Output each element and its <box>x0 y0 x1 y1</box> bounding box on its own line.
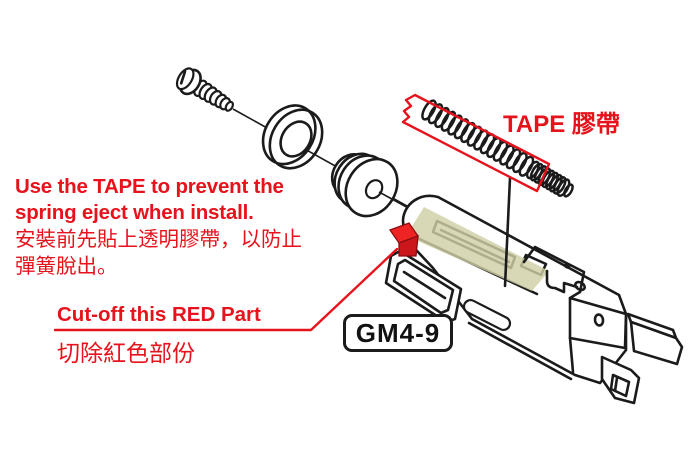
screw-icon <box>175 67 235 112</box>
cutoff-label-zh: 切除紅色部份 <box>57 340 195 366</box>
part-code-badge: GM4-9 <box>343 314 453 352</box>
rail-channel-inner <box>392 258 455 315</box>
tape-note-zh-line2: 彈簧脫出。 <box>15 255 118 278</box>
tape-note-zh-line1: 安裝前先貼上透明膠帶，以防止 <box>15 228 302 251</box>
plate-join-top <box>568 290 582 300</box>
tape-note-en-line2: spring eject when install. <box>15 201 254 224</box>
tape-area-highlight <box>406 207 549 291</box>
lower-prong <box>600 355 641 405</box>
blowback-housing-illustration <box>384 176 684 405</box>
pin-hole-dot <box>563 263 571 269</box>
washer-icon <box>261 104 324 170</box>
screw-hole <box>574 280 586 292</box>
cutoff-red-part <box>388 222 420 257</box>
cutoff-label-en: Cut-off this RED Part <box>57 303 261 326</box>
lower-prong-notch <box>609 373 631 398</box>
lower-prong-notch-line <box>613 376 619 393</box>
tape-note-en-line1: Use the TAPE to prevent the <box>15 175 284 198</box>
rail-channel-groove <box>402 270 447 300</box>
bottom-edge-line <box>467 321 573 381</box>
tape-outline <box>401 93 551 193</box>
part-code-text: GM4-9 <box>355 317 441 348</box>
tape-position-line <box>503 176 512 288</box>
side-slot <box>462 299 512 331</box>
end-plate-hole <box>593 313 605 327</box>
plate-join-bottom <box>568 336 575 374</box>
upper-prong-face <box>629 320 684 366</box>
end-plate <box>568 296 628 350</box>
hammer-notch <box>545 269 579 294</box>
tape-instruction-note: Use the TAPE to prevent the spring eject… <box>15 174 302 280</box>
piston-head-icon <box>330 152 399 218</box>
cutoff-leader-line <box>53 247 399 332</box>
tape-label: TAPE 膠帶 <box>503 111 620 138</box>
